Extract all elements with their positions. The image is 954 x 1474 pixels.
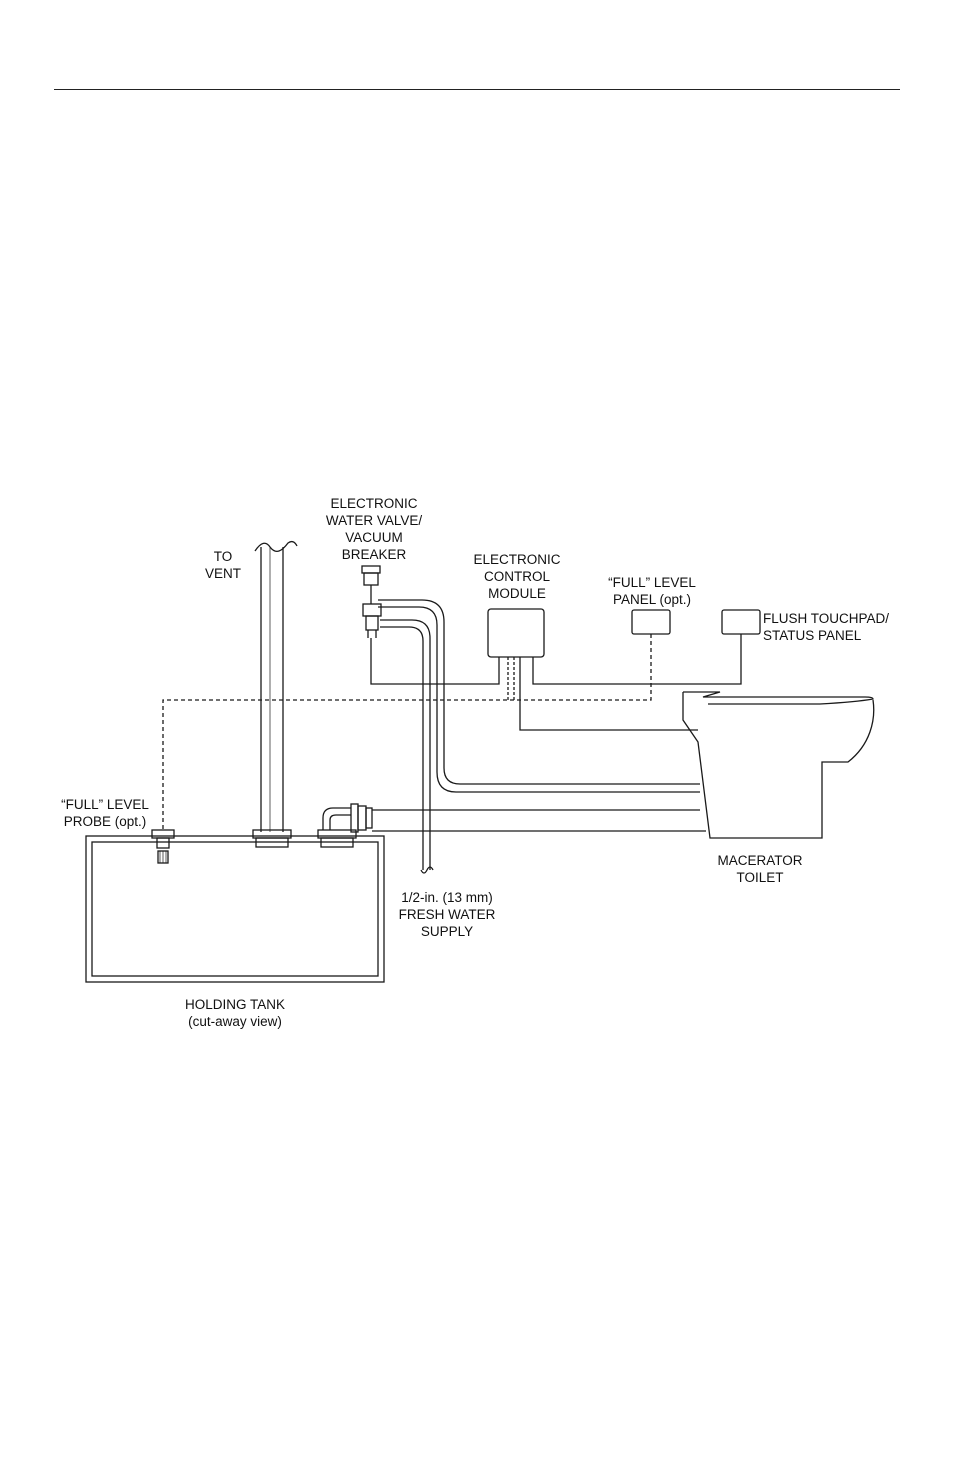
control-module — [488, 609, 544, 657]
wiring — [163, 634, 741, 830]
level-probe-label: “FULL” LEVEL PROBE (opt.) — [50, 796, 160, 830]
touchpad-label: FLUSH TOUCHPAD/ STATUS PANEL — [763, 610, 903, 644]
holding-tank — [86, 836, 384, 982]
discharge-hose — [372, 810, 706, 831]
water-supply-tubes — [378, 600, 700, 873]
water-valve — [362, 566, 381, 638]
level-probe — [152, 830, 174, 863]
discharge-fitting — [318, 804, 372, 847]
vent-pipe — [253, 542, 297, 847]
fresh-water-label: 1/2-in. (13 mm) FRESH WATER SUPPLY — [382, 889, 512, 940]
level-panel — [632, 610, 670, 634]
level-panel-label: “FULL” LEVEL PANEL (opt.) — [597, 574, 707, 608]
macerator-toilet — [683, 692, 874, 838]
water-valve-label: ELECTRONIC WATER VALVE/ VACUUM BREAKER — [322, 495, 426, 563]
holding-tank-label: HOLDING TANK (cut-away view) — [175, 996, 295, 1030]
macerator-toilet-label: MACERATOR TOILET — [710, 852, 810, 886]
control-module-label: ELECTRONIC CONTROL MODULE — [462, 551, 572, 602]
touchpad — [722, 610, 760, 634]
vent-label: TO VENT — [193, 548, 253, 582]
